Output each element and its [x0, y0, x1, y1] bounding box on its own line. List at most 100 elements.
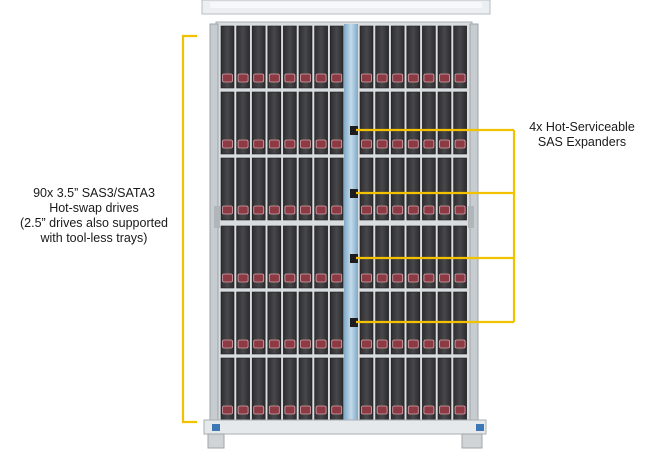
drive-bay[interactable] [283, 25, 297, 89]
drive-handle [439, 405, 450, 415]
drive-bay[interactable] [298, 357, 313, 421]
drive-handle [407, 273, 419, 283]
drive-bay[interactable] [329, 91, 344, 155]
drive-bay[interactable] [267, 225, 282, 289]
drive-bay[interactable] [453, 357, 467, 421]
drive-bay[interactable] [283, 91, 297, 155]
drive-bay[interactable] [251, 25, 266, 89]
drive-bay[interactable] [220, 91, 235, 155]
drive-bay[interactable] [283, 291, 297, 355]
sas-expander-module[interactable] [350, 126, 358, 135]
drive-bay[interactable] [236, 291, 250, 355]
drive-bay[interactable] [298, 225, 313, 289]
drive-body [406, 91, 421, 155]
drive-bay[interactable] [359, 157, 374, 221]
drive-bay[interactable] [298, 157, 313, 221]
drive-bay[interactable] [267, 25, 282, 89]
drive-body [220, 91, 235, 155]
sas-expander-module[interactable] [350, 254, 358, 263]
drive-bay[interactable] [251, 357, 266, 421]
drive-bay[interactable] [390, 157, 405, 221]
drive-bay[interactable] [422, 91, 436, 155]
drive-bay[interactable] [236, 91, 250, 155]
drive-handle [222, 205, 233, 215]
drive-bay[interactable] [220, 291, 235, 355]
drive-bay[interactable] [283, 357, 297, 421]
drive-bay[interactable] [220, 225, 235, 289]
drive-body [251, 157, 266, 221]
drive-bay[interactable] [283, 225, 297, 289]
drives-label-line-2: Hot-swap drives [49, 201, 139, 215]
drive-bay[interactable] [422, 357, 436, 421]
drive-bay[interactable] [437, 25, 452, 89]
drive-bay[interactable] [298, 25, 313, 89]
drive-bay[interactable] [375, 25, 389, 89]
drive-bay[interactable] [453, 91, 467, 155]
drive-body [236, 25, 250, 89]
drive-bay[interactable] [236, 357, 250, 421]
drive-bay[interactable] [314, 291, 328, 355]
drive-bay[interactable] [283, 157, 297, 221]
drive-bay[interactable] [314, 357, 328, 421]
drive-bay[interactable] [453, 157, 467, 221]
sas-expander-module[interactable] [350, 189, 358, 198]
drive-handle [237, 73, 249, 83]
drive-bay[interactable] [406, 157, 421, 221]
drive-bay[interactable] [437, 157, 452, 221]
drive-handle [376, 273, 388, 283]
sas-expander-module[interactable] [350, 318, 358, 327]
drive-bay[interactable] [314, 25, 328, 89]
drive-bay[interactable] [359, 91, 374, 155]
drive-handle [361, 139, 372, 149]
drive-bay[interactable] [437, 357, 452, 421]
drive-bay[interactable] [251, 291, 266, 355]
drive-bay[interactable] [251, 157, 266, 221]
drive-body [251, 91, 266, 155]
drive-bay[interactable] [314, 157, 328, 221]
drive-bay[interactable] [437, 91, 452, 155]
drive-bay[interactable] [267, 291, 282, 355]
drive-bay[interactable] [329, 157, 344, 221]
drive-handle [268, 205, 280, 215]
drive-bay[interactable] [314, 91, 328, 155]
drive-body [329, 91, 344, 155]
drive-bay[interactable] [406, 357, 421, 421]
drive-bay[interactable] [390, 25, 405, 89]
drive-handle [454, 73, 466, 83]
drive-bay[interactable] [267, 91, 282, 155]
drive-bay[interactable] [359, 357, 374, 421]
drive-bay[interactable] [406, 25, 421, 89]
drive-bay[interactable] [329, 25, 344, 89]
drive-bay[interactable] [314, 225, 328, 289]
drive-bay[interactable] [406, 91, 421, 155]
drive-bay[interactable] [359, 25, 374, 89]
drive-bay[interactable] [453, 25, 467, 89]
drive-bay[interactable] [390, 91, 405, 155]
drives-label-line-1: 90x 3.5” SAS3/SATA3 [33, 186, 155, 200]
drive-bay[interactable] [220, 357, 235, 421]
drive-bay[interactable] [220, 25, 235, 89]
drive-bay[interactable] [390, 357, 405, 421]
drive-bay[interactable] [236, 25, 250, 89]
drive-bay[interactable] [422, 25, 436, 89]
drive-bay[interactable] [329, 291, 344, 355]
drive-bay[interactable] [375, 91, 389, 155]
drive-bay[interactable] [375, 357, 389, 421]
drive-bay[interactable] [298, 91, 313, 155]
drive-body [220, 225, 235, 289]
drive-bay[interactable] [267, 357, 282, 421]
drive-bay[interactable] [422, 157, 436, 221]
drive-bay[interactable] [220, 157, 235, 221]
drive-bay[interactable] [329, 225, 344, 289]
drive-body [314, 157, 328, 221]
drive-bay[interactable] [329, 357, 344, 421]
drive-body [267, 157, 282, 221]
drive-handle [222, 273, 233, 283]
drive-bay[interactable] [251, 91, 266, 155]
drive-bay[interactable] [375, 157, 389, 221]
drive-bay[interactable] [267, 157, 282, 221]
drive-bay[interactable] [236, 225, 250, 289]
drive-bay[interactable] [298, 291, 313, 355]
drive-bay[interactable] [236, 157, 250, 221]
drive-bay[interactable] [251, 225, 266, 289]
